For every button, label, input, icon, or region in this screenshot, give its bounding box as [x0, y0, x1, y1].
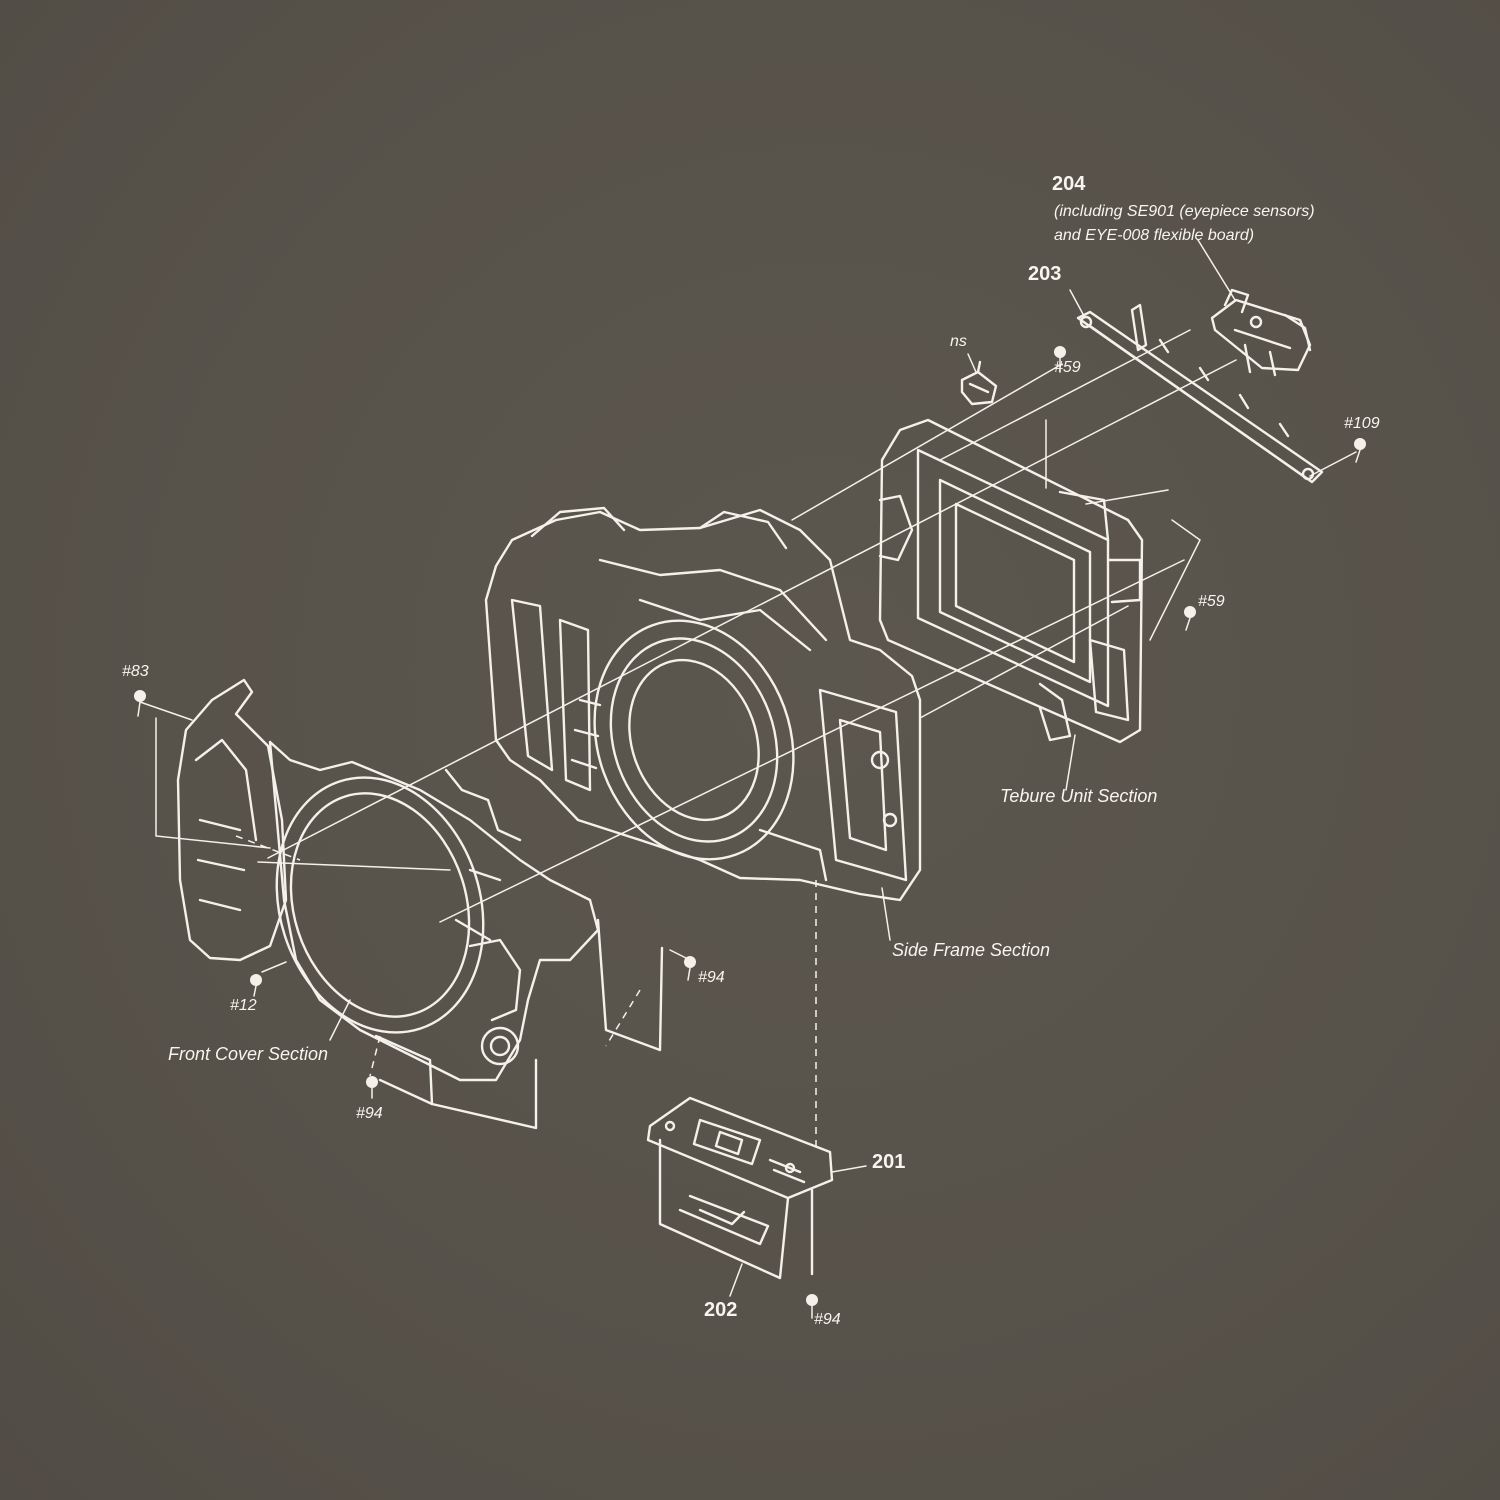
screw-label-109: #109 [1344, 415, 1380, 432]
part-shutter-unit [878, 418, 1144, 791]
screw-label-94-right: #94 [698, 969, 725, 986]
screw-label-94-left: #94 [356, 1105, 383, 1122]
part-201-202-bottom-plate [646, 1096, 867, 1297]
assembly-lines [139, 329, 1357, 1150]
part-number-201: 201 [872, 1151, 906, 1173]
part-204-note-line-1: (including SE901 (eyepiece sensors) [1054, 203, 1315, 220]
screw-label-83: #83 [122, 663, 149, 680]
screw-label-12: #12 [230, 997, 257, 1014]
part-camera-body [484, 506, 922, 941]
part-ns-small-bracket [960, 353, 998, 406]
screw-label-94-bottom: #94 [814, 1311, 841, 1328]
part-number-204: 204 [1052, 173, 1086, 195]
section-label-side-frame: Side Frame Section [892, 940, 1051, 960]
part-203-rail-bracket [1069, 289, 1324, 484]
screw-markers [134, 346, 1366, 1319]
screw-label-59-top: #59 [1054, 359, 1081, 376]
section-label-tebure-unit: Tebure Unit Section [1000, 786, 1158, 806]
screw-label-59-right: #59 [1198, 593, 1225, 610]
part-204-note-line-2: and EYE-008 flexible board) [1054, 227, 1255, 244]
part-front-cover [176, 678, 664, 1130]
part-number-203: 203 [1028, 263, 1062, 285]
part-number-202: 202 [704, 1299, 738, 1321]
section-label-front-cover: Front Cover Section [168, 1044, 329, 1064]
label-ns: ns [950, 333, 967, 350]
part-204-eyepiece-sensor-bracket [1197, 239, 1312, 377]
